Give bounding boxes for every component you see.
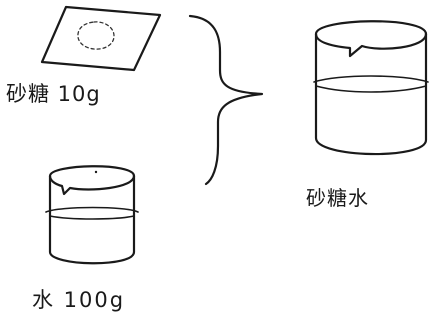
sugar-pile	[77, 21, 115, 50]
beaker-small-body	[48, 174, 136, 265]
water-label: 水 100g	[32, 288, 126, 312]
sugar-on-paper	[40, 5, 162, 72]
water-beaker	[45, 165, 139, 265]
beaker-large-solution-line	[313, 75, 429, 83]
paper-sheet	[40, 5, 162, 72]
beaker-small-mark	[94, 170, 98, 174]
beaker-large-solution-line-back	[315, 85, 427, 93]
beaker-small-water-line-back	[49, 215, 135, 220]
beaker-small-water-line	[45, 206, 139, 213]
beaker-large-body	[314, 32, 428, 156]
sugar-label: 砂糖 10g	[6, 82, 101, 106]
combine-brace	[188, 14, 264, 186]
sugar-water-label: 砂糖水	[306, 186, 369, 210]
sugar-water-beaker	[313, 20, 429, 156]
beaker-small-rim	[48, 165, 136, 196]
beaker-large-rim	[314, 20, 428, 58]
